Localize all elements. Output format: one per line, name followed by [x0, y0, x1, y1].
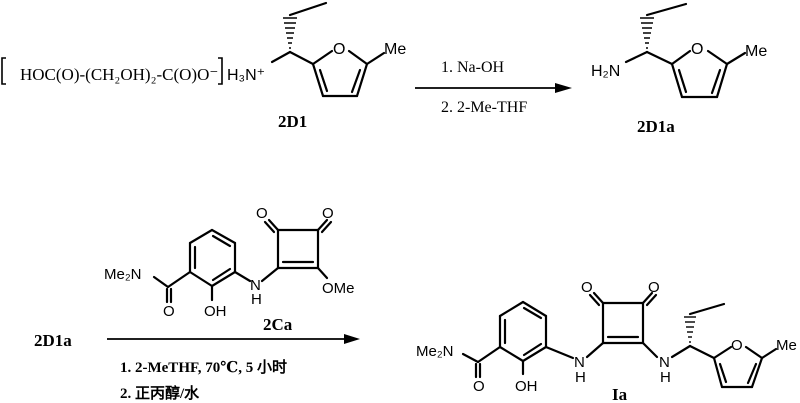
product-2D1a: H₂N O Me 2D1a	[591, 2, 767, 136]
reagent-2Ca-structure: Me₂N O OH N H	[104, 205, 355, 320]
furan-oxygen: O	[731, 337, 743, 354]
dimethylamide-group: Me₂N	[104, 266, 142, 283]
hashed-wedge	[283, 17, 297, 49]
cyclobutenedione-ring	[588, 291, 658, 345]
tartrate-anion: HOC(O)-(CH₂OH)₂-C(O)O⁻	[20, 65, 218, 84]
furan-ring	[311, 49, 369, 98]
squarate-oxygen-1: O	[581, 279, 593, 296]
methoxy-group: OMe	[322, 280, 355, 297]
cyclobutenedione-ring	[263, 218, 333, 270]
start-material-label-2D1a: 2D1a	[34, 331, 72, 350]
product-Ia: Me₂N O OH N H	[416, 279, 797, 403]
furan-oxygen: O	[333, 41, 345, 58]
nh-nitrogen: N	[250, 277, 261, 294]
squarate-oxygen-2: O	[648, 279, 660, 296]
squarate-oxygen-2: O	[322, 205, 334, 222]
compound-label-2D1: 2D1	[278, 112, 307, 131]
amine-group: H₂N	[591, 63, 620, 80]
methyl-label: Me	[776, 337, 797, 354]
carbonyl-oxygen: O	[163, 303, 175, 320]
carbonyl-oxygen: O	[473, 378, 485, 395]
nh2-hydrogen: H	[660, 369, 671, 386]
reagent-label-2Ca: 2Ca	[263, 315, 293, 334]
nh1-hydrogen: H	[575, 369, 586, 386]
squarate-oxygen-1: O	[256, 205, 268, 222]
benzene-ring	[188, 228, 237, 288]
hydroxyl-group: OH	[204, 303, 227, 320]
ammonium-group: H₃N⁺	[227, 67, 265, 84]
dimethylamide-group: Me₂N	[416, 343, 454, 360]
compound-label-2D1a: 2D1a	[637, 117, 675, 136]
furan-ring	[712, 345, 764, 389]
hashed-wedge	[640, 17, 654, 49]
reagent-line-2: 2. 2-Me-THF	[441, 99, 527, 116]
reaction-arrow-2: 2Ca 1. 2-MeTHF, 70℃, 5 小时 2. 正丙醇/水	[107, 315, 360, 402]
reactant-2D1: HOC(O)-(CH₂OH)₂-C(O)O⁻ H₃N⁺ O	[1, 1, 406, 131]
nh-hydrogen: H	[251, 291, 262, 308]
left-bracket	[1, 57, 6, 85]
benzene-ring	[498, 300, 548, 363]
reagent-line-1: 1. Na-OH	[441, 59, 505, 76]
furan-ring	[670, 49, 729, 99]
condition-line-2: 2. 正丙醇/水	[120, 384, 200, 402]
furan-oxygen: O	[691, 41, 703, 58]
methyl-label: Me	[745, 43, 767, 60]
hashed-wedge	[684, 316, 696, 343]
nh1-nitrogen: N	[574, 354, 585, 371]
methyl-label: Me	[384, 41, 406, 58]
right-bracket	[218, 57, 223, 85]
hydroxyl-group: OH	[515, 378, 538, 395]
condition-line-1: 1. 2-MeTHF, 70℃, 5 小时	[120, 359, 287, 376]
compound-label-Ia: Ia	[612, 385, 628, 403]
reaction-arrow-1: 1. Na-OH 2. 2-Me-THF	[415, 59, 572, 116]
nh2-nitrogen: N	[659, 354, 670, 371]
